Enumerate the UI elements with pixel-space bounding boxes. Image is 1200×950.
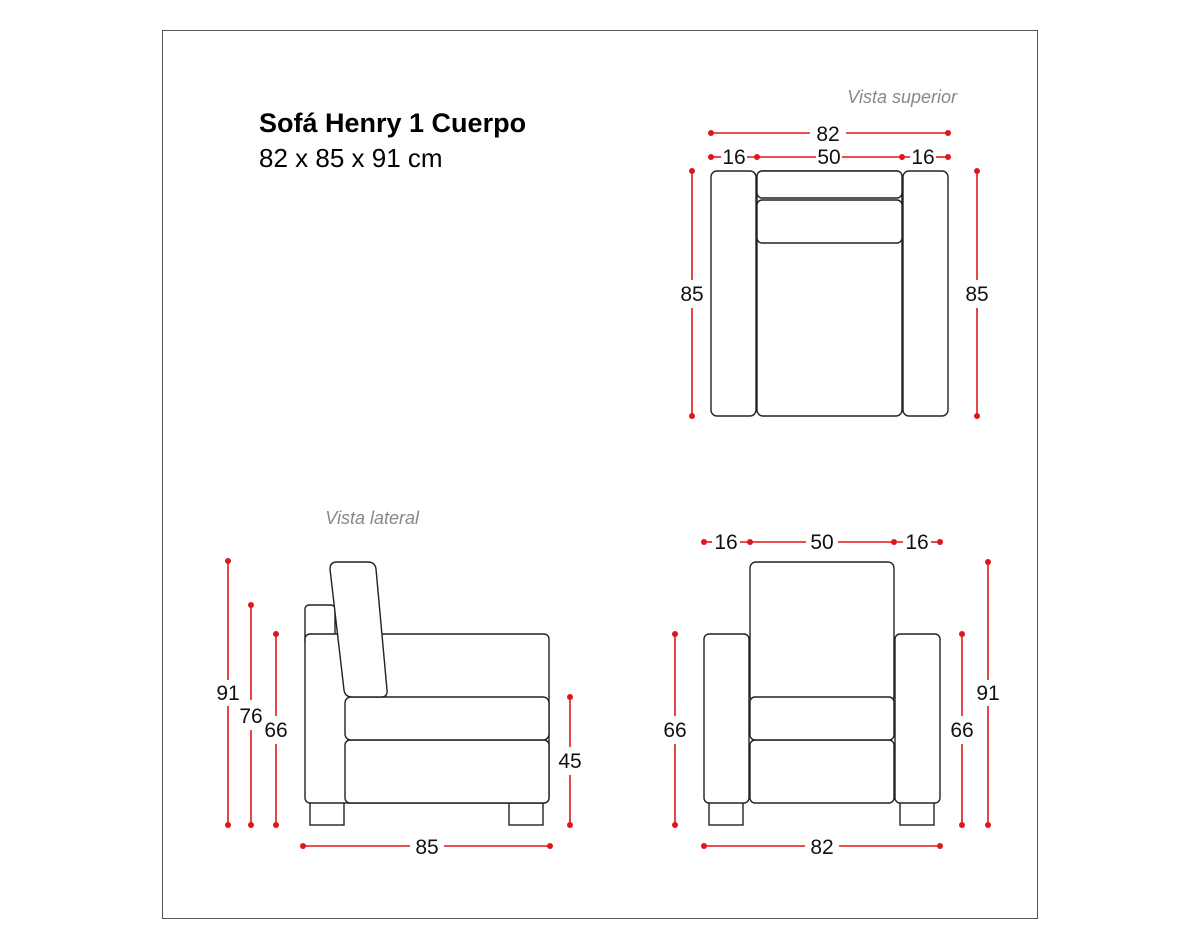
dimension-label: 45: [558, 750, 581, 773]
dimension-label: 50: [810, 531, 833, 554]
front-view: 16 50 16 66 66 91 82: [663, 531, 999, 859]
dimension-label: 16: [911, 146, 934, 169]
front-view-right-arm: [894, 633, 941, 804]
front-view-seat-cushion: [749, 696, 895, 741]
front-view-left-arm: [703, 633, 750, 804]
dimension-side-depth: 85: [300, 836, 553, 859]
dimension-top-depth-right: 85: [965, 168, 989, 419]
top-view-backrest: [756, 170, 903, 199]
product-dimensions: 82 x 85 x 91 cm: [259, 143, 443, 173]
side-view-front-leg: [309, 801, 345, 826]
dimension-label: 85: [415, 836, 438, 859]
dimension-label: 76: [239, 705, 262, 728]
top-view: Vista superior 82 16 50 16: [680, 87, 989, 419]
dimension-front-total-height: 91: [976, 559, 1000, 828]
top-view-cushion: [756, 199, 903, 244]
dimension-front-segments: 16 50 16: [701, 531, 943, 554]
product-title: Sofá Henry 1 Cuerpo: [259, 108, 527, 138]
dimension-side-arm-height: 66: [264, 631, 288, 828]
front-view-left-leg: [708, 801, 744, 826]
top-view-right-arm: [902, 170, 949, 417]
top-view-left-arm: [710, 170, 757, 417]
front-view-seat-base: [749, 739, 895, 804]
side-view: Vista lateral 91 76 66: [216, 508, 581, 859]
front-view-right-leg: [899, 801, 935, 826]
dimension-side-total-height: 91: [216, 558, 240, 828]
dimension-label: 82: [810, 836, 833, 859]
dimension-label: 66: [264, 719, 287, 742]
side-view-seat-cushion: [344, 696, 550, 741]
dimension-label: 16: [714, 531, 737, 554]
side-view-seat-base: [344, 739, 550, 804]
dimension-label: 85: [965, 283, 988, 306]
dimension-side-back-height: 76: [239, 602, 263, 828]
dimension-front-arm-height-left: 66: [663, 631, 687, 828]
top-view-label: Vista superior: [847, 87, 958, 107]
dimension-label: 66: [663, 719, 686, 742]
dimension-label: 50: [817, 146, 840, 169]
dimension-top-width: 82: [708, 123, 951, 146]
dimension-front-arm-height-right: 66: [950, 631, 974, 828]
side-view-label: Vista lateral: [325, 508, 420, 528]
side-view-rear-leg: [508, 801, 544, 826]
side-view-backrest-cushion: [329, 561, 388, 698]
dimension-label: 16: [722, 146, 745, 169]
dimension-side-seat-height: 45: [558, 694, 582, 828]
dimension-label: 91: [216, 682, 239, 705]
dimension-front-width: 82: [701, 836, 943, 859]
dimension-top-segments: 16 50 16: [708, 146, 951, 169]
dimension-label: 85: [680, 283, 703, 306]
dimension-top-depth-left: 85: [680, 168, 704, 419]
dimension-label: 16: [905, 531, 928, 554]
dimension-label: 91: [976, 682, 999, 705]
dimension-label: 82: [816, 123, 839, 146]
dimension-label: 66: [950, 719, 973, 742]
front-view-backrest: [749, 561, 895, 703]
